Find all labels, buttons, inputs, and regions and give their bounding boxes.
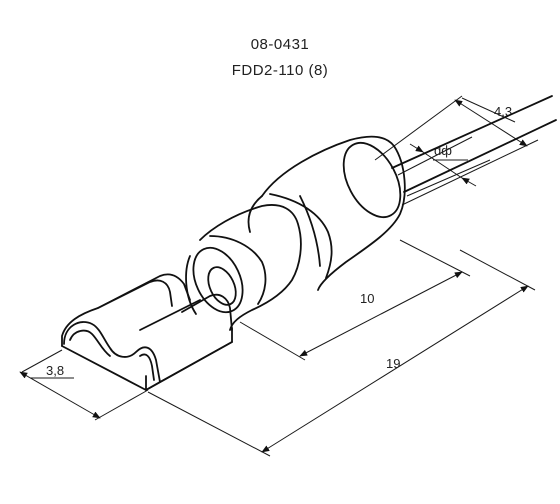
dim-length-total: 19 — [147, 249, 536, 457]
dim-label-length-sleeve: 10 — [360, 291, 374, 306]
dim-tab-width: 3,8 — [19, 349, 149, 421]
part-number: 08-0431 — [250, 36, 310, 53]
dim-label-tab-width: 3,8 — [46, 363, 64, 378]
dim-label-outer-diameter: 4,3 — [494, 104, 512, 119]
terminal-body — [61, 135, 406, 391]
dim-length-sleeve: 10 — [239, 239, 471, 361]
dim-wire-diameter: dф — [397, 136, 491, 197]
wire — [391, 95, 557, 193]
dim-label-length-total: 19 — [386, 356, 400, 371]
model-designation: FDD2-110 (8) — [231, 62, 329, 79]
